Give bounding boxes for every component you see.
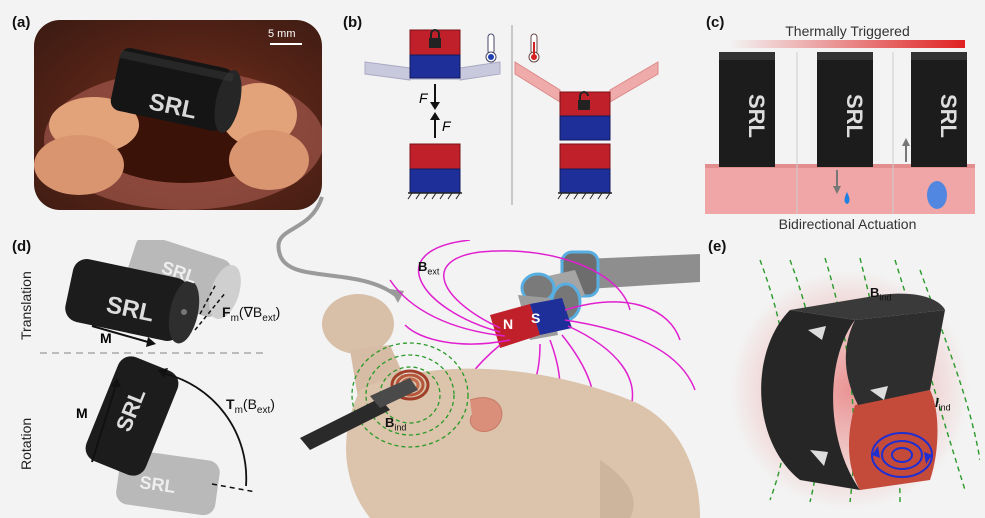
- force-label-bottom: F: [442, 118, 451, 134]
- moment-label-top: M: [100, 330, 112, 346]
- device-logo-3: SRL: [936, 94, 961, 138]
- panel-a-photo: SRL 5 mm: [34, 20, 322, 210]
- force-close: ): [275, 304, 281, 320]
- translation-label: Translation: [18, 271, 34, 340]
- panel-b-label: (b): [343, 14, 363, 31]
- panel-d-label: (d): [12, 238, 32, 255]
- torque-arg: (B: [242, 396, 257, 412]
- panel-d-diagram: SRL SRL SRL SRL: [40, 240, 264, 515]
- thermal-gradient-bar: [730, 40, 965, 48]
- b-ext-label: Bext: [418, 259, 439, 277]
- e-b-ind-sub: ind: [879, 292, 892, 303]
- torque-equation: Tm(Bext): [226, 396, 275, 416]
- force-arg: (∇B: [238, 304, 263, 320]
- device-logo-1: SRL: [744, 94, 769, 138]
- panel-e-diagram: [730, 257, 980, 510]
- panel-b-diagram: [364, 25, 659, 205]
- b-ind-sub: ind: [394, 422, 407, 433]
- b-ext-sub: ext: [427, 266, 440, 277]
- panel-c-diagram: SRL SRL SRL: [705, 52, 975, 214]
- scale-bar-label: 5 mm: [268, 28, 296, 40]
- e-b-ind-symbol: B: [870, 285, 880, 300]
- force-label-top: F: [419, 90, 428, 106]
- panel-e-label: (e): [708, 238, 727, 255]
- force-symbol: F: [222, 304, 231, 320]
- force-equation: Fm(∇Bext): [222, 304, 280, 324]
- induced-field-lines: [351, 342, 469, 448]
- i-ind-label: Iind: [935, 395, 951, 413]
- torque-arg-sub: ext: [256, 404, 271, 416]
- torque-symbol: T: [226, 396, 235, 412]
- human-body: [322, 294, 700, 518]
- center-scene: [300, 240, 700, 518]
- rotation-ghost-logo: SRL: [138, 472, 176, 497]
- magnet-s-label: S: [531, 310, 541, 326]
- bidirectional-caption: Bidirectional Actuation: [778, 216, 917, 232]
- b-ext-symbol: B: [418, 259, 428, 274]
- i-ind-sub: ind: [938, 402, 951, 413]
- permanent-magnet: [490, 298, 572, 348]
- torque-sub: m: [234, 404, 243, 416]
- torque-close: ): [270, 396, 275, 412]
- panel-c-label: (c): [706, 14, 725, 31]
- b-ind-label: Bind: [385, 415, 406, 433]
- force-sub: m: [230, 312, 239, 324]
- panel-a-label: (a): [12, 14, 31, 31]
- moment-label-bottom: M: [76, 405, 88, 421]
- rotation-label: Rotation: [18, 417, 34, 470]
- magnet-n-label: N: [503, 316, 514, 332]
- i-ind-symbol: I: [935, 395, 939, 410]
- e-b-ind-label: Bind: [870, 285, 891, 303]
- b-ind-symbol: B: [385, 415, 395, 430]
- device-logo-2: SRL: [842, 94, 867, 138]
- force-arg-sub: ext: [262, 312, 276, 324]
- thermal-title: Thermally Triggered: [785, 23, 910, 39]
